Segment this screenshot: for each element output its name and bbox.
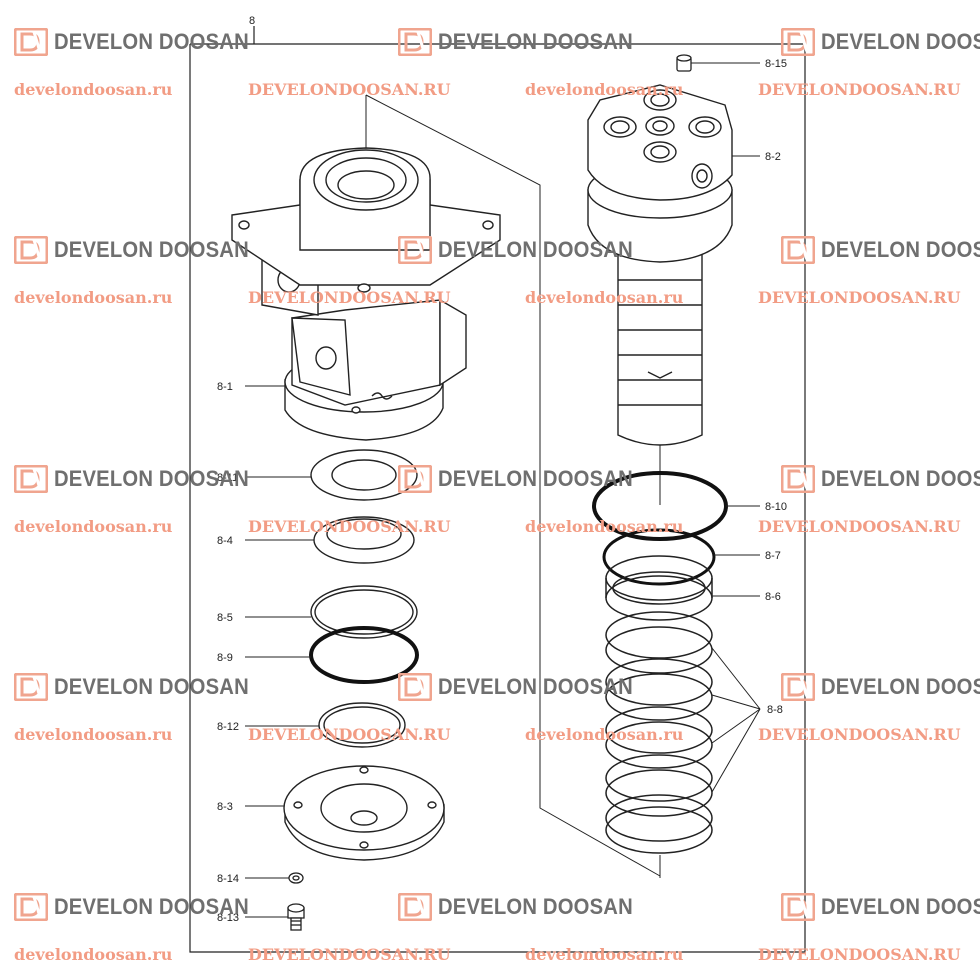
callout-8-3: 8-3 xyxy=(217,801,233,813)
leader-lines xyxy=(245,62,761,918)
watermark-url: develondoosan.ru xyxy=(14,288,173,307)
watermark-url: DEVELONDOOSAN.RU xyxy=(248,80,451,99)
watermark-logo: DEVELON DOOSAN xyxy=(398,28,650,56)
watermark-logo: DEVELON DOOSAN xyxy=(398,236,650,264)
develon-logo-icon xyxy=(781,893,815,921)
watermark-brand-text: DEVELON DOOSAN xyxy=(438,237,633,262)
develon-logo-icon xyxy=(14,465,48,493)
watermark-url: develondoosan.ru xyxy=(14,517,173,536)
watermark-brand-text: DEVELON DOOSAN xyxy=(54,29,249,54)
watermark-logo: DEVELON DOOSAN xyxy=(14,28,266,56)
bolt-part xyxy=(287,903,305,931)
callout-8-7: 8-7 xyxy=(765,550,781,562)
watermark-brand-text: DEVELON DOOSAN xyxy=(54,466,249,491)
watermark-logo: DEVELON DOOSAN xyxy=(781,28,980,56)
watermark-url: develondoosan.ru xyxy=(525,725,684,744)
develon-logo-icon xyxy=(781,673,815,701)
watermark-brand-text: DEVELON DOOSAN xyxy=(54,894,249,919)
callout-8-11: 8-11 xyxy=(217,472,238,484)
watermark-url: develondoosan.ru xyxy=(14,945,173,964)
callout-8-14: 8-14 xyxy=(217,873,239,885)
develon-logo-icon xyxy=(781,236,815,264)
develon-logo-icon xyxy=(14,236,48,264)
watermark-brand-text: DEVELON DOOSAN xyxy=(438,29,633,54)
develon-logo-icon xyxy=(781,465,815,493)
callout-8-12: 8-12 xyxy=(217,721,239,733)
watermark-url: DEVELONDOOSAN.RU xyxy=(758,517,961,536)
watermark-url: DEVELONDOOSAN.RU xyxy=(248,945,451,964)
watermark-url: develondoosan.ru xyxy=(14,80,173,99)
callout-8-15: 8-15 xyxy=(765,58,787,70)
watermark-logo: DEVELON DOOSAN xyxy=(14,465,266,493)
develon-logo-icon xyxy=(398,28,432,56)
develon-logo-icon xyxy=(398,236,432,264)
watermark-brand-text: DEVELON DOOSAN xyxy=(821,237,980,262)
develon-logo-icon xyxy=(398,673,432,701)
watermark-url: DEVELONDOOSAN.RU xyxy=(248,288,451,307)
watermark-url: DEVELONDOOSAN.RU xyxy=(758,288,961,307)
watermark-brand-text: DEVELON DOOSAN xyxy=(438,894,633,919)
watermark-logo: DEVELON DOOSAN xyxy=(781,893,980,921)
watermark-brand-text: DEVELON DOOSAN xyxy=(821,674,980,699)
plug-part xyxy=(676,54,692,72)
housing-part xyxy=(231,147,501,441)
callout-8-5: 8-5 xyxy=(217,612,233,624)
hub-spool-part xyxy=(587,84,733,446)
watermark-brand-text: DEVELON DOOSAN xyxy=(438,674,633,699)
callout-8-8: 8-8 xyxy=(767,704,783,716)
develon-logo-icon xyxy=(14,893,48,921)
watermark-logo: DEVELON DOOSAN xyxy=(14,893,266,921)
callout-8-13: 8-13 xyxy=(217,912,239,924)
watermark-url: DEVELONDOOSAN.RU xyxy=(248,517,451,536)
watermark-url: DEVELONDOOSAN.RU xyxy=(758,80,961,99)
watermark-url: develondoosan.ru xyxy=(525,945,684,964)
develon-logo-icon xyxy=(398,893,432,921)
callout-8-10: 8-10 xyxy=(765,501,787,513)
seal-8-11 xyxy=(310,449,418,501)
callout-8-2: 8-2 xyxy=(765,151,781,163)
watermark-logo: DEVELON DOOSAN xyxy=(14,673,266,701)
watermark-url: develondoosan.ru xyxy=(525,517,684,536)
callout-8-4: 8-4 xyxy=(217,535,233,547)
develon-logo-icon xyxy=(398,465,432,493)
develon-logo-icon xyxy=(14,28,48,56)
o-ring-8-9 xyxy=(309,626,419,684)
develon-logo-icon xyxy=(781,28,815,56)
watermark-brand-text: DEVELON DOOSAN xyxy=(54,237,249,262)
watermark-logo: DEVELON DOOSAN xyxy=(781,465,980,493)
watermark-url: DEVELONDOOSAN.RU xyxy=(758,725,961,744)
callout-8-6: 8-6 xyxy=(765,591,781,603)
watermark-url: develondoosan.ru xyxy=(525,288,684,307)
watermark-brand-text: DEVELON DOOSAN xyxy=(54,674,249,699)
watermark-logo: DEVELON DOOSAN xyxy=(398,893,650,921)
ring-8-5 xyxy=(310,585,418,639)
seal-8-6 xyxy=(605,555,713,621)
o-ring-8-7 xyxy=(602,528,716,586)
watermark-logo: DEVELON DOOSAN xyxy=(398,673,650,701)
callout-8-1: 8-1 xyxy=(217,381,233,393)
watermark-url: develondoosan.ru xyxy=(14,725,173,744)
assembly-label: 8 xyxy=(249,15,255,27)
ring-8-12 xyxy=(318,702,406,748)
seals-8-8-stack xyxy=(605,611,713,854)
watermark-logo: DEVELON DOOSAN xyxy=(781,673,980,701)
watermark-logo: DEVELON DOOSAN xyxy=(14,236,266,264)
callout-8-9: 8-9 xyxy=(217,652,233,664)
watermark-brand-text: DEVELON DOOSAN xyxy=(821,466,980,491)
watermark-brand-text: DEVELON DOOSAN xyxy=(438,466,633,491)
watermark-url: develondoosan.ru xyxy=(525,80,684,99)
watermark-brand-text: DEVELON DOOSAN xyxy=(821,29,980,54)
develon-logo-icon xyxy=(14,673,48,701)
cover-plate-part xyxy=(283,765,445,861)
watermark-url: DEVELONDOOSAN.RU xyxy=(758,945,961,964)
watermark-logo: DEVELON DOOSAN xyxy=(781,236,980,264)
washer-part xyxy=(288,872,304,884)
watermark-logo: DEVELON DOOSAN xyxy=(398,465,650,493)
watermark-brand-text: DEVELON DOOSAN xyxy=(821,894,980,919)
assembly-frame xyxy=(189,26,806,953)
watermark-url: DEVELONDOOSAN.RU xyxy=(248,725,451,744)
